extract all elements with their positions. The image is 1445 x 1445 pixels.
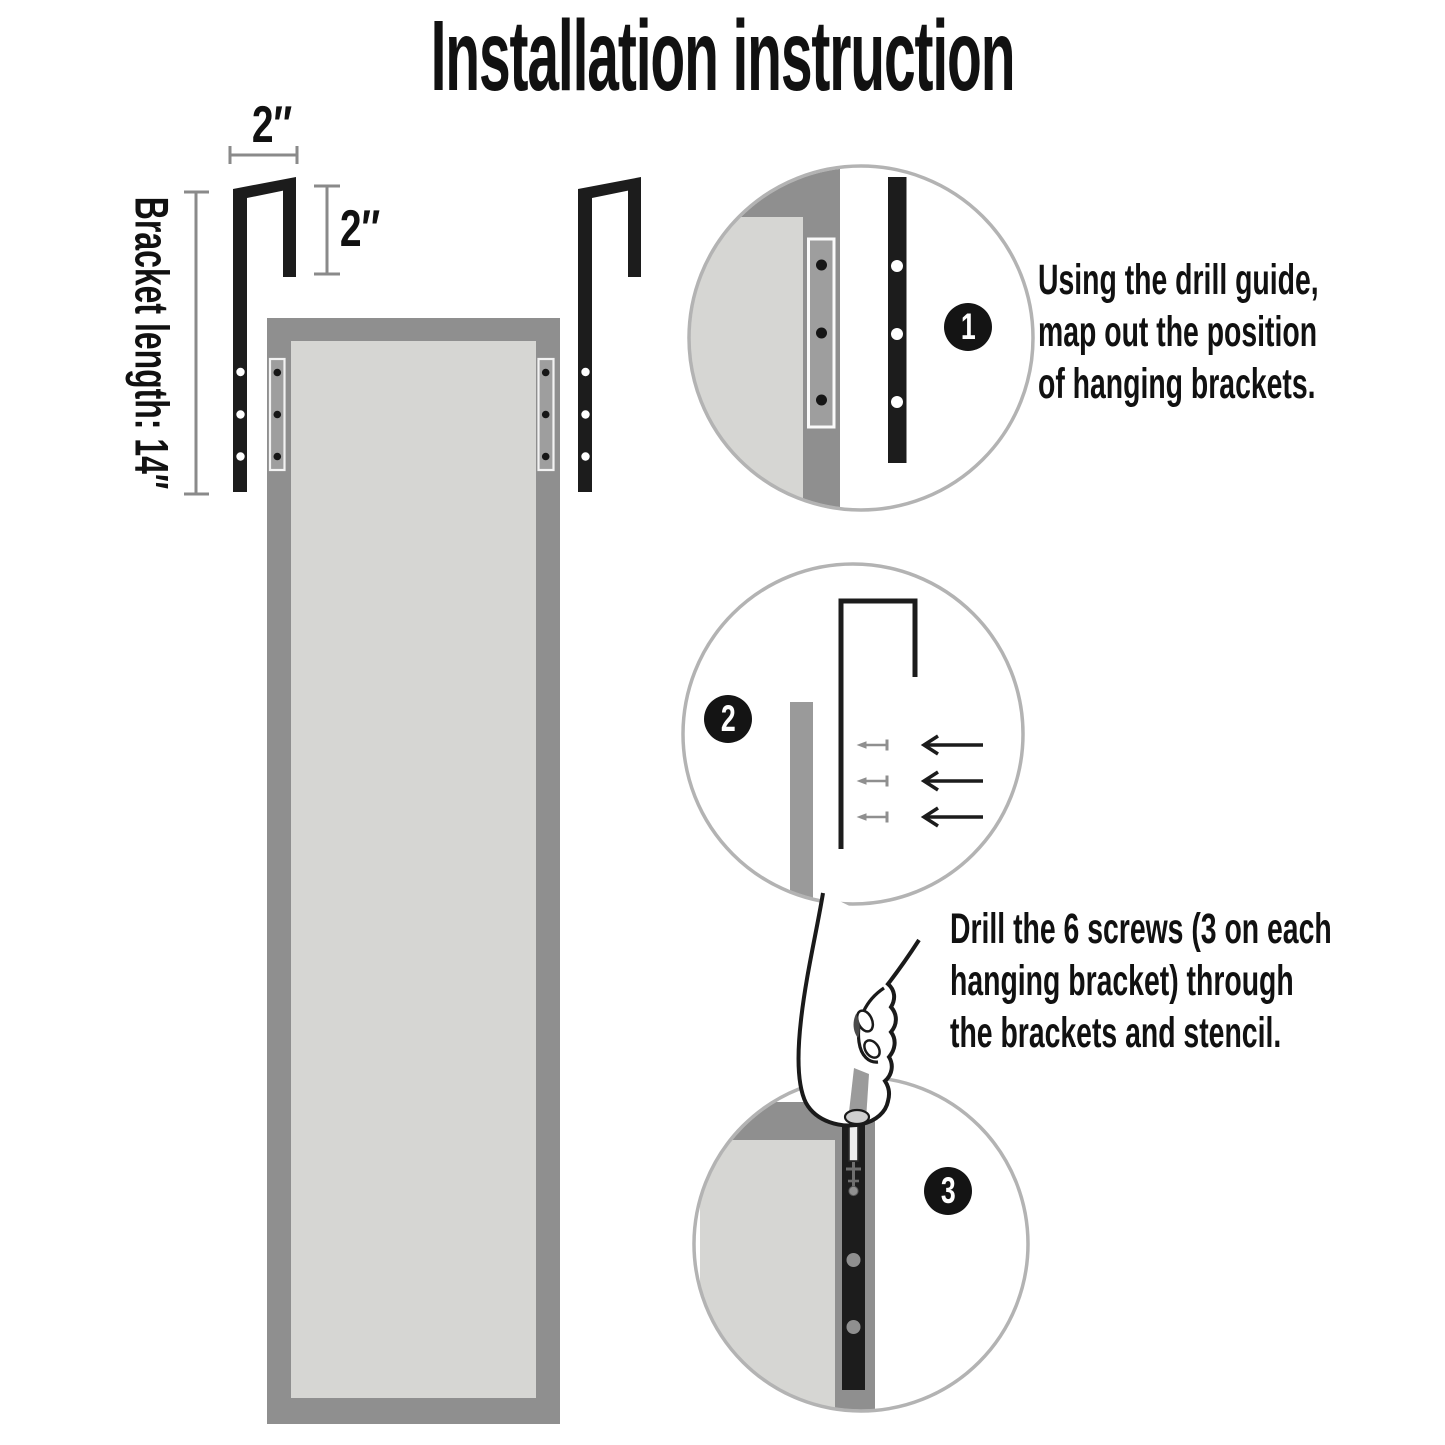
door-mirror-figure bbox=[267, 318, 560, 1424]
hanging-bracket-right-icon bbox=[578, 177, 641, 492]
step1-line1: Using the drill guide, bbox=[1038, 256, 1319, 304]
step2-badge: 2 bbox=[704, 695, 752, 743]
dim-line-hook-depth bbox=[314, 184, 340, 276]
dim-line-bracket-length bbox=[184, 190, 209, 496]
dim-line-hook-width bbox=[228, 146, 299, 164]
step3-line1: Drill the 6 screws (3 on each bbox=[950, 905, 1332, 953]
screw-icons bbox=[856, 739, 889, 823]
bracket-closeup-icon bbox=[888, 177, 907, 463]
step1-closeup-figure bbox=[690, 167, 1032, 509]
step1-badge: 1 bbox=[944, 303, 992, 351]
door-edge-strip bbox=[790, 702, 813, 903]
hook-depth-label: 2″ bbox=[339, 200, 381, 258]
hand-with-screwdriver-icon bbox=[796, 892, 921, 1128]
step2-closeup-figure bbox=[684, 565, 1022, 903]
step3-instruction: Drill the 6 screws (3 on each hanging br… bbox=[950, 903, 1332, 1059]
step3-closeup-figure bbox=[695, 1078, 1027, 1410]
step3-line3: the brackets and stencil. bbox=[950, 1009, 1282, 1057]
step1-line2: map out the position bbox=[1038, 308, 1318, 356]
step1-line3: of hanging brackets. bbox=[1038, 360, 1316, 408]
step2-circle bbox=[681, 562, 1025, 906]
step3-line2: hanging bracket) through bbox=[950, 957, 1294, 1005]
page-title: Installation instruction bbox=[430, 0, 1016, 112]
step3-badge: 3 bbox=[924, 1167, 972, 1215]
drill-guide-plate-right-icon bbox=[537, 357, 555, 472]
hanging-bracket-left-icon bbox=[233, 177, 296, 492]
bracket-length-label: Bracket length: 14″ bbox=[125, 196, 179, 490]
hook-width-label: 2″ bbox=[251, 96, 293, 154]
step1-circle bbox=[687, 164, 1035, 512]
bracket-hook-outline-icon bbox=[838, 598, 918, 849]
drill-guide-plate-closeup-icon bbox=[807, 237, 836, 429]
step1-instruction: Using the drill guide, map out the posit… bbox=[1038, 254, 1319, 410]
bracket-being-screwed-icon bbox=[842, 1117, 865, 1390]
drill-guide-plate-left-icon bbox=[268, 357, 286, 472]
left-arrow-icons bbox=[920, 734, 983, 828]
